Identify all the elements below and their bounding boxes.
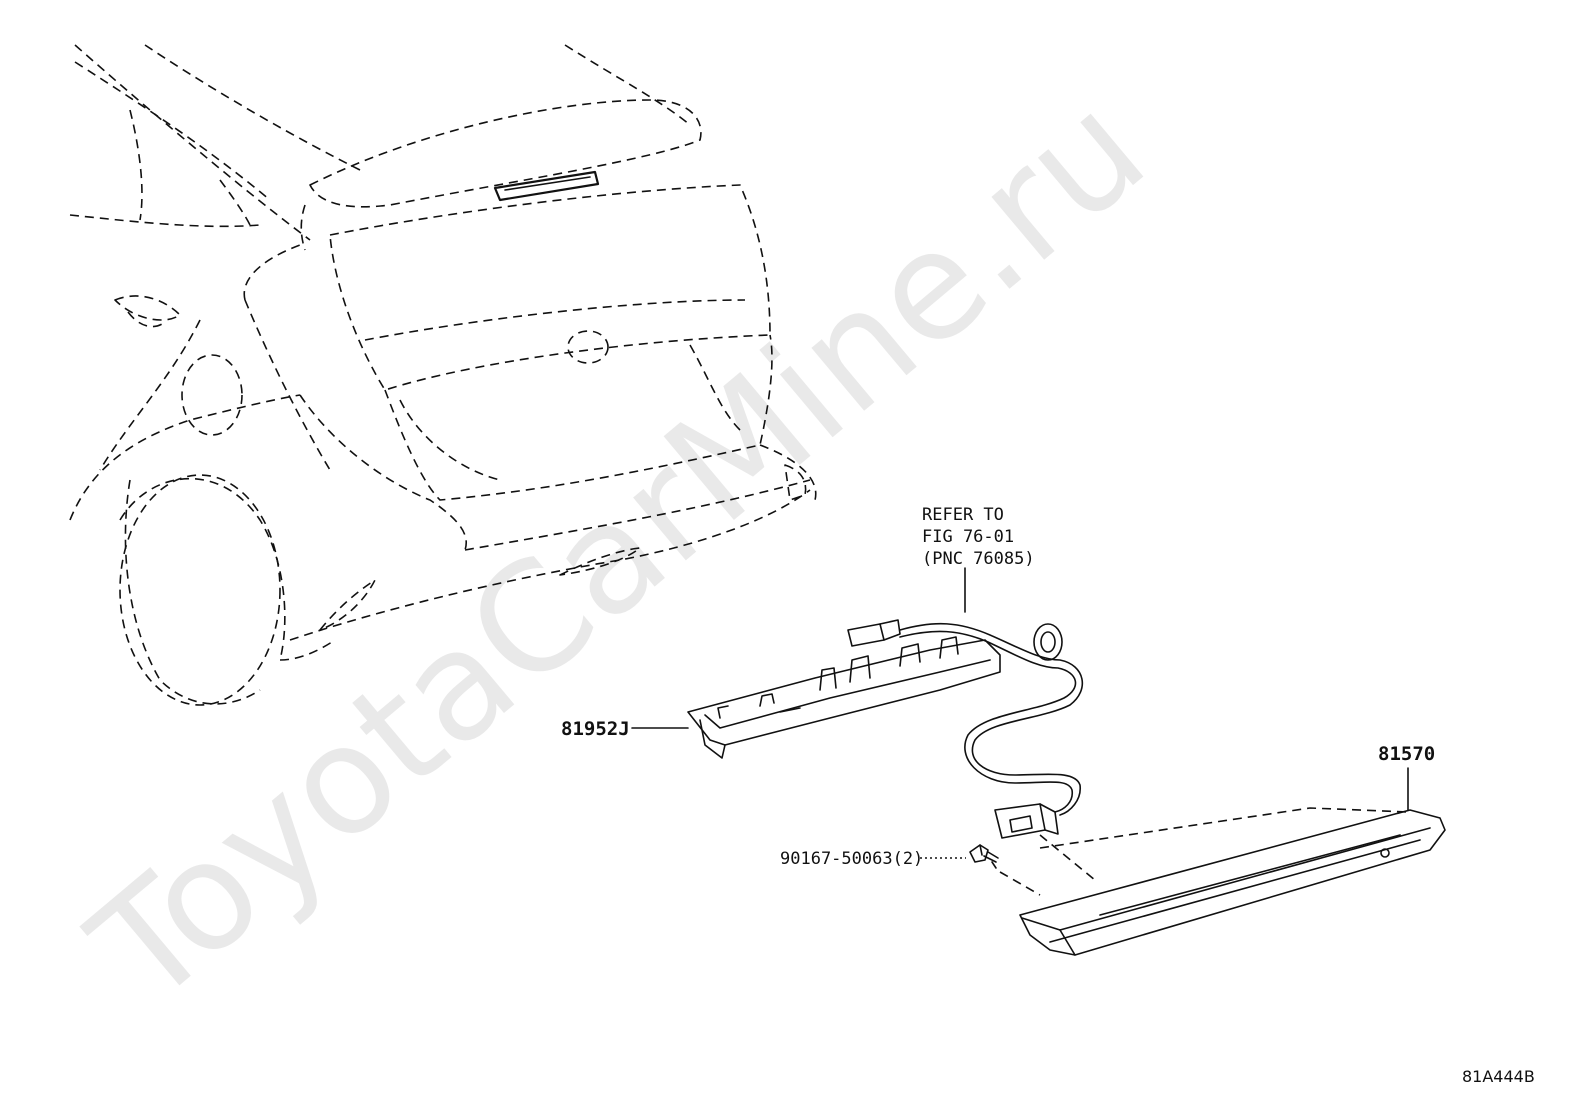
refer-note-line1: REFER TO — [922, 505, 1004, 525]
part-label-81570: 81570 — [1378, 743, 1435, 765]
lamp-cover-81952j — [687, 619, 1001, 759]
figure-code: 81A444B — [1462, 1067, 1535, 1086]
leader-lines — [631, 727, 1409, 859]
refer-note-line2: FIG 76-01 — [922, 527, 1014, 547]
refer-note-line3: (PNC 76085) — [922, 549, 1035, 569]
stop-lamp-81570 — [999, 807, 1446, 956]
car-body-outline — [69, 44, 817, 706]
part-label-81952j: 81952J — [561, 718, 630, 740]
stop-lamp-on-car — [493, 170, 600, 202]
part-label-screw: 90167-50063(2) — [780, 849, 923, 869]
screw-icon — [969, 844, 999, 869]
wire-harness — [899, 567, 1084, 839]
